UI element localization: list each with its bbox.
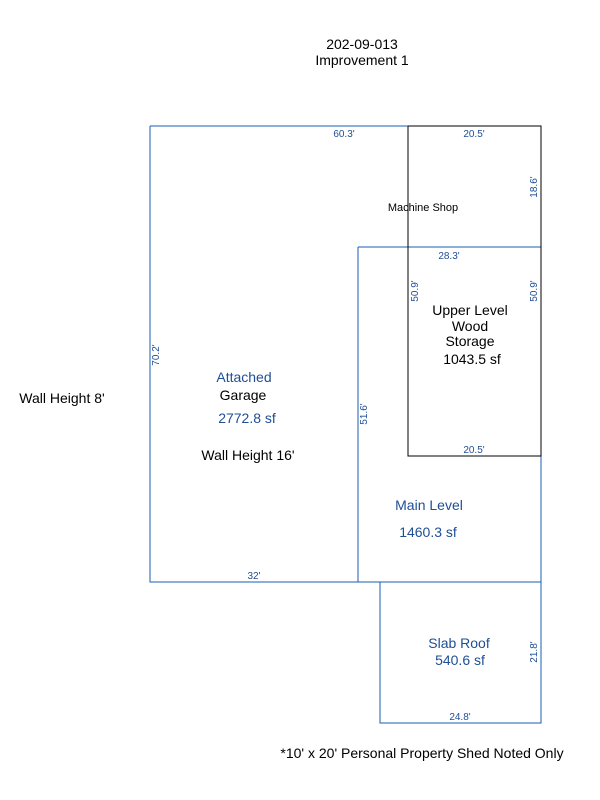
upper-level-area: 1043.5 sf [443,351,501,367]
upper-level-line3: Storage [445,333,494,349]
dim-upper-bottom: 20.5' [463,445,484,456]
footnote: *10' x 20' Personal Property Shed Noted … [280,745,563,761]
main-level-area: 1460.3 sf [399,524,457,540]
dim-upper-left: 50.9' [410,280,421,301]
dim-garage-top: 60.3' [333,129,354,140]
dim-main-left: 51.6' [359,403,370,424]
wall-height-note: Wall Height 8' [19,390,104,406]
upper-level-line2: Wood [452,318,488,334]
dim-garage-left: 70.2' [151,344,162,365]
dim-shop-top: 20.5' [463,129,484,140]
improvement-title: Improvement 1 [315,52,409,68]
upper-level-outline [407,247,542,457]
upper-level-line1: Upper Level [432,302,508,318]
dim-slab-right: 21.8' [529,641,540,662]
dim-shop-right: 18.6' [529,176,540,197]
main-level-label: Main Level [395,497,463,513]
slab-roof-area: 540.6 sf [435,652,485,668]
dim-main-top: 28.3' [438,251,459,262]
garage-outline [149,125,408,583]
parcel-number: 202-09-013 [326,36,398,52]
machine-shop-label: Machine Shop [388,202,458,214]
garage-line1: Attached [216,369,271,385]
dim-garage-bottom: 32' [247,571,260,582]
garage-wall-height: Wall Height 16' [201,447,294,463]
dim-slab-bottom: 24.8' [449,712,470,723]
machine-shop-outline [407,125,542,247]
slab-roof-outline [379,582,542,724]
garage-area: 2772.8 sf [218,410,276,426]
garage-line2: Garage [220,387,267,403]
dim-upper-right: 50.9' [529,280,540,301]
slab-roof-label: Slab Roof [428,635,490,651]
